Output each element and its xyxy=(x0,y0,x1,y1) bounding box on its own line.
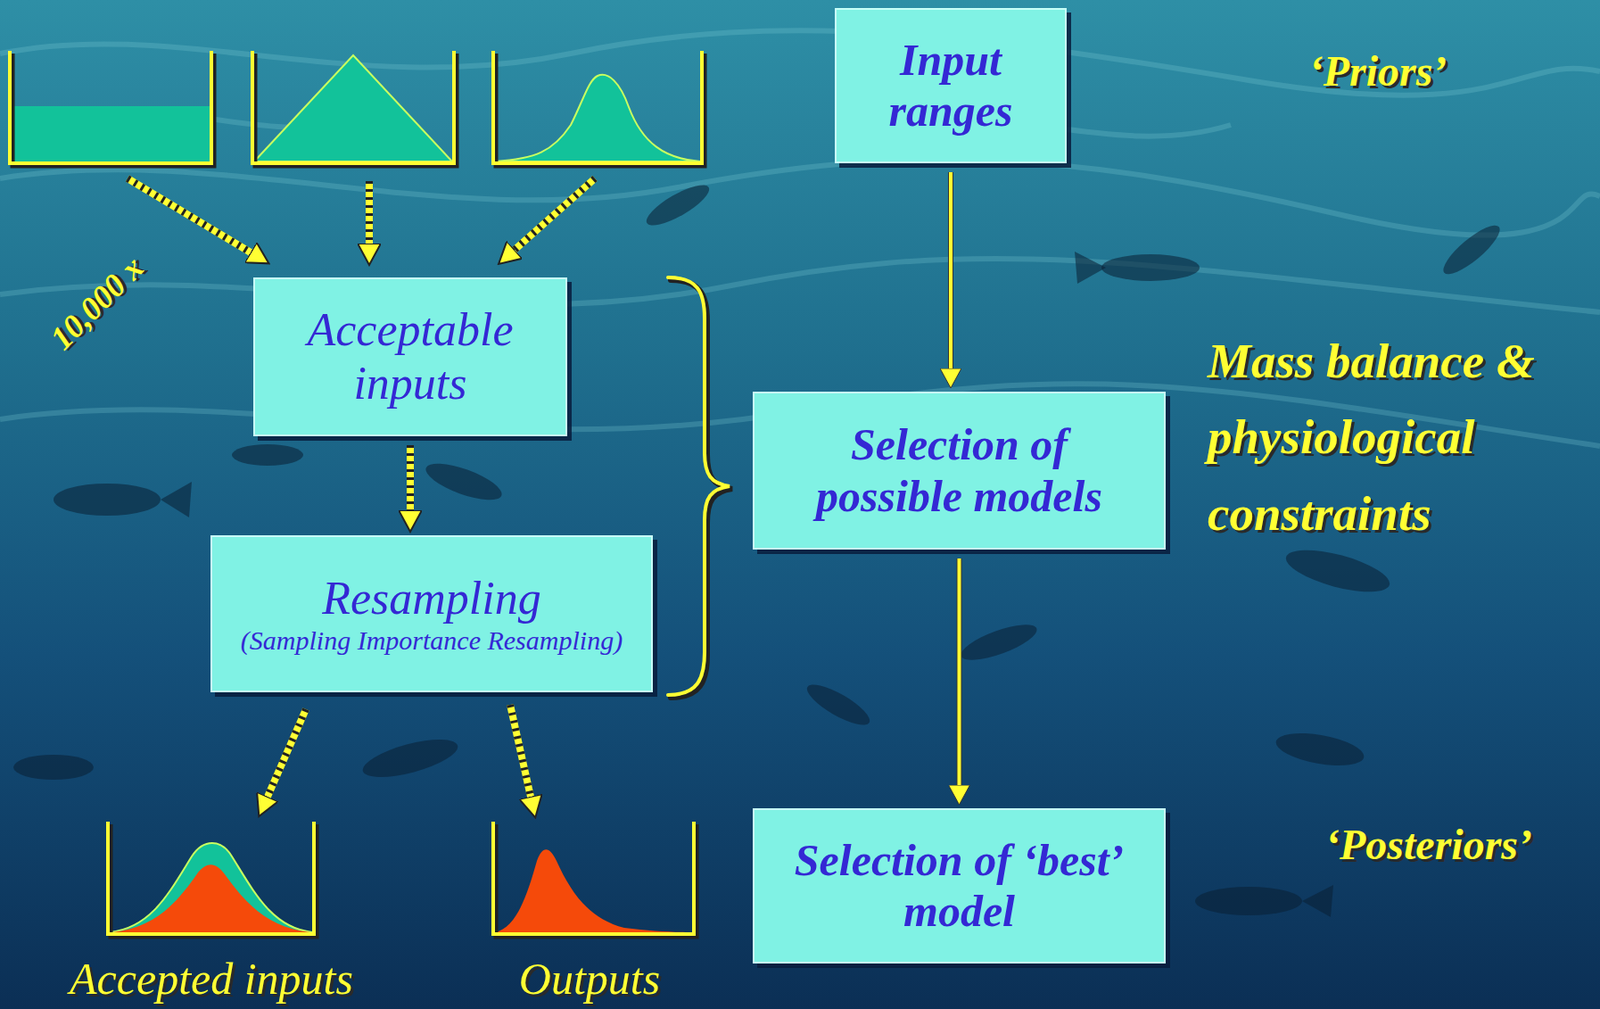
box-title: Selection of possible models xyxy=(772,419,1147,522)
connector-line xyxy=(406,445,414,511)
constraint-label-holder: Mass balance & physiological constraints xyxy=(1207,322,1593,552)
connector-line xyxy=(948,172,953,369)
distribution-caption: Outputs xyxy=(519,954,660,1004)
box-title: Input ranges xyxy=(854,34,1048,138)
grouping-brace xyxy=(668,277,733,698)
flow-arrow xyxy=(950,172,952,369)
box-title: Acceptable inputs xyxy=(272,303,548,411)
connector-line xyxy=(406,445,414,511)
process-box: Resampling(Sampling Importance Resamplin… xyxy=(210,535,653,693)
posterior-accepted-inputs xyxy=(107,821,317,937)
connector-line xyxy=(956,558,963,785)
connector-line xyxy=(957,558,962,785)
posterior-outputs xyxy=(493,821,697,937)
constraint-label: Mass balance & physiological constraints xyxy=(1207,322,1593,552)
process-box: Selection of possible models xyxy=(752,391,1166,550)
fish-silhouettes xyxy=(13,178,1506,917)
iteration-count: 10,000 x xyxy=(43,249,151,357)
flow-arrow xyxy=(958,558,960,785)
prior-distribution-uniform xyxy=(9,50,215,166)
distribution-caption: Accepted inputs xyxy=(69,954,354,1004)
connector-line xyxy=(948,172,954,369)
prior-distribution-triangle xyxy=(252,50,457,166)
prior-distribution-normal xyxy=(493,50,705,166)
box-subtitle: (Sampling Importance Resampling) xyxy=(240,625,623,657)
process-box: Acceptable inputs xyxy=(253,277,568,437)
box-title: Resampling xyxy=(321,571,542,626)
dotted-arrow xyxy=(410,445,412,511)
result-box: Selection of ‘best’ model xyxy=(752,808,1166,964)
stage-label-holder: ‘Posteriors’ xyxy=(1325,821,1533,869)
sampling-arrows xyxy=(127,178,595,797)
stage-label: ‘Posteriors’ xyxy=(1325,821,1533,869)
stage-label: ‘Priors’ xyxy=(1309,48,1448,96)
iteration-count-holder: 10,000 x xyxy=(43,249,151,357)
input-box: Input ranges xyxy=(834,8,1067,164)
stage-label-holder: ‘Priors’ xyxy=(1309,48,1448,96)
distribution-caption-holder: Accepted inputs xyxy=(69,954,354,1004)
distribution-caption-holder: Outputs xyxy=(519,954,660,1004)
box-title: Selection of ‘best’ model xyxy=(772,834,1147,938)
